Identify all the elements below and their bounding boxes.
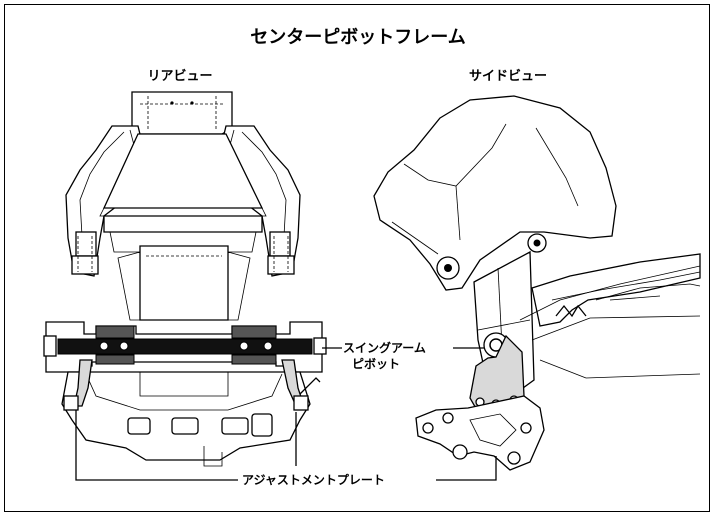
side-view-drawing (373, 95, 701, 471)
adjustment-plate-label: アジャストメントプレート (242, 472, 385, 487)
rear-view-heading: リアビュー (147, 68, 212, 84)
swing-arm-label-line1: スイングアーム (343, 340, 426, 355)
diagram-title: センターピボットフレーム (250, 27, 465, 48)
label-leaders (75, 347, 497, 481)
rear-view-drawing (43, 91, 327, 467)
swing-arm-label-line2: ピボット (352, 356, 400, 371)
diagram-border (4, 4, 710, 512)
side-view-heading: サイドビュー (469, 68, 547, 84)
